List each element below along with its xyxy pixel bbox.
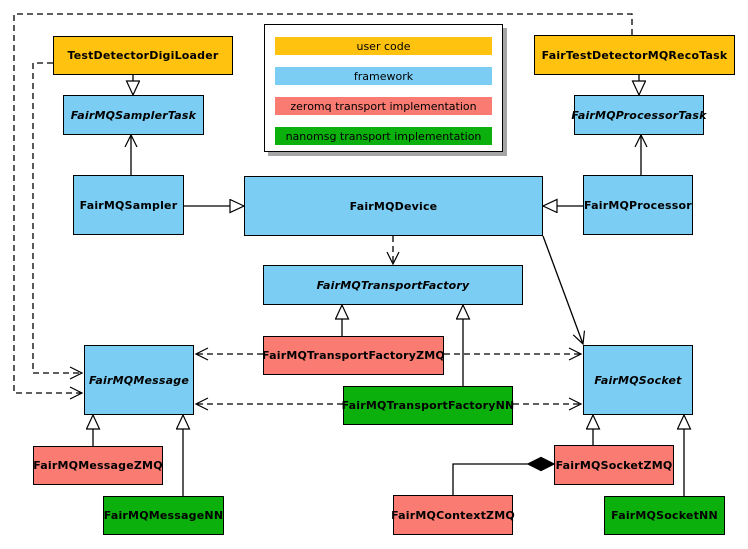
class-fairmq-transport-factory: FairMQTransportFactory	[263, 265, 523, 305]
legend-item-nanomsg: nanomsg transport implementation	[275, 127, 492, 145]
legend-item-framework: framework	[275, 67, 492, 85]
class-fairmq-message-zmq: FairMQMessageZMQ	[33, 446, 163, 485]
legend-item-zeromq: zeromq transport implementation	[275, 97, 492, 115]
class-fairmq-processor-task: FairMQProcessorTask	[571, 95, 706, 135]
legend-item-user-code: user code	[275, 37, 492, 55]
class-fairmq-device: FairMQDevice	[244, 176, 543, 236]
class-fairmq-socket-nn: FairMQSocketNN	[604, 496, 725, 535]
class-test-detector-digi-loader: TestDetectorDigiLoader	[53, 36, 233, 75]
composition-diamond-icon	[526, 456, 556, 472]
class-fairmq-processor: FairMQProcessor	[583, 175, 693, 235]
class-fairmq-transport-factory-zmq: FairMQTransportFactoryZMQ	[262, 336, 445, 375]
class-fairmq-socket-zmq: FairMQSocketZMQ	[554, 445, 674, 485]
class-fairmq-sampler-task: FairMQSamplerTask	[63, 95, 204, 135]
class-fairmq-message-nn: FairMQMessageNN	[103, 496, 224, 535]
legend: user code framework zeromq transport imp…	[264, 24, 503, 152]
edge-recotask-message	[13, 13, 633, 400]
class-fairmq-context-zmq: FairMQContextZMQ	[391, 495, 515, 535]
class-fair-test-detector-mq-reco-task: FairTestDetectorMQRecoTask	[534, 35, 735, 75]
edge-device-socket	[542, 235, 586, 346]
class-fairmq-sampler: FairMQSampler	[73, 175, 184, 235]
class-fairmq-message: FairMQMessage	[84, 345, 194, 415]
class-fairmq-transport-factory-nn: FairMQTransportFactoryNN	[342, 386, 514, 425]
edge-contextzmq-socketzmq	[452, 463, 528, 495]
edge-digiloader-message	[32, 62, 84, 380]
class-fairmq-socket: FairMQSocket	[583, 345, 693, 415]
